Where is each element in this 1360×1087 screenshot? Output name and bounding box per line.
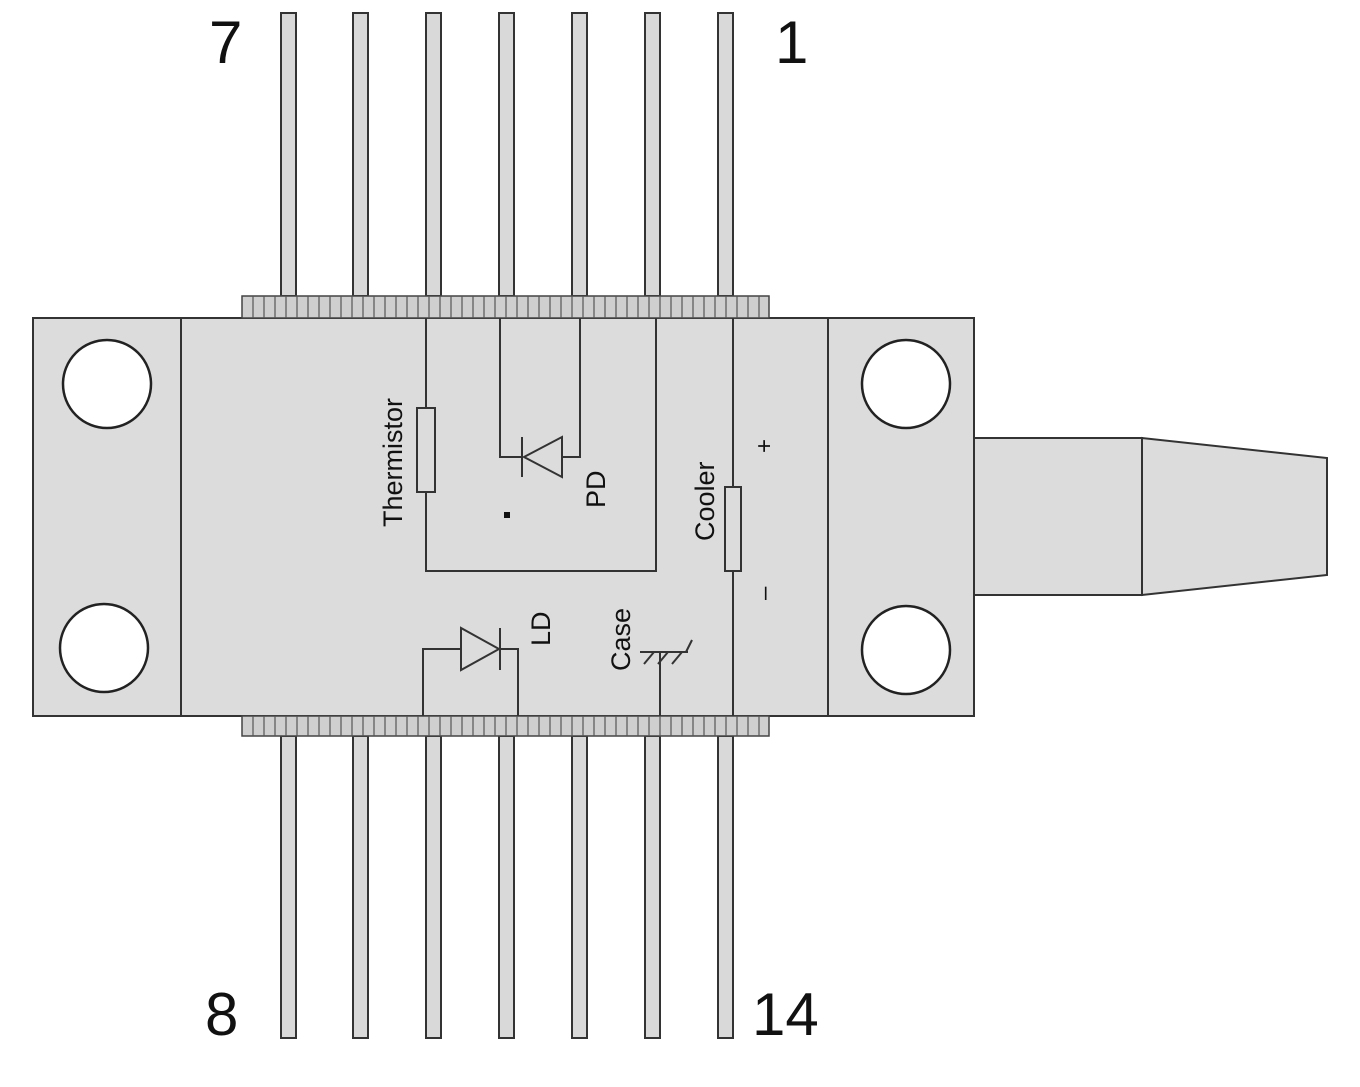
thermistor-resistor bbox=[416, 407, 436, 493]
pin-12 bbox=[571, 735, 588, 1039]
case-ground-hatch-1 bbox=[643, 651, 655, 665]
cooler-minus-sign: – bbox=[751, 586, 778, 600]
pd-anode-wire bbox=[499, 318, 522, 458]
mounting-hole-bottom-left bbox=[58, 602, 150, 694]
bottom-feedthrough-ticks bbox=[252, 716, 760, 736]
pin-14 bbox=[717, 735, 734, 1039]
pin-7 bbox=[280, 12, 297, 297]
pin-10 bbox=[425, 735, 442, 1039]
cooler-plus-sign: + bbox=[751, 439, 778, 453]
pin-3 bbox=[571, 12, 588, 297]
mounting-hole-top-left bbox=[61, 338, 153, 430]
pd-dot bbox=[504, 512, 510, 518]
pin-2 bbox=[644, 12, 661, 297]
cooler-element bbox=[724, 486, 742, 572]
top-pins bbox=[280, 12, 734, 297]
top-feedthrough bbox=[241, 295, 770, 319]
pd-diode-triangle bbox=[521, 435, 563, 479]
circuit-wiring bbox=[416, 318, 742, 716]
ld-diode-triangle bbox=[460, 626, 502, 672]
mounting-hole-bottom-right bbox=[860, 604, 952, 696]
mounting-hole-top-right bbox=[860, 338, 952, 430]
pd-cathode-wire bbox=[562, 318, 581, 458]
bottom-pins bbox=[280, 735, 734, 1039]
thermistor-label: Thermistor bbox=[378, 398, 408, 527]
pin-1 bbox=[717, 12, 734, 297]
mounting-flanges bbox=[32, 317, 975, 717]
pin-label-top-left: 7 bbox=[209, 9, 242, 76]
thermistor-return-wire bbox=[425, 318, 657, 572]
fiber-boot bbox=[1141, 436, 1328, 597]
ld-cathode-wire bbox=[500, 648, 519, 716]
case-label: Case bbox=[606, 608, 636, 671]
case-ground-hatch-2 bbox=[657, 651, 669, 665]
bottom-feedthrough bbox=[241, 715, 770, 737]
pin-13 bbox=[644, 735, 661, 1039]
case-ground-hatch-4 bbox=[685, 639, 693, 653]
case-ground-hatch-3 bbox=[671, 651, 683, 665]
ld-anode-wire bbox=[422, 648, 461, 716]
ld-label: LD bbox=[526, 611, 556, 646]
pin-label-top-right: 1 bbox=[775, 9, 808, 76]
pin-label-bottom-right: 14 bbox=[752, 981, 819, 1048]
cooler-label: Cooler bbox=[690, 461, 720, 541]
pin-label-bottom-left: 8 bbox=[205, 981, 238, 1048]
pin-9 bbox=[352, 735, 369, 1039]
pd-label: PD bbox=[581, 470, 611, 508]
pin-8 bbox=[280, 735, 297, 1039]
pin-11 bbox=[498, 735, 515, 1039]
pin-5 bbox=[425, 12, 442, 297]
top-feedthrough-ticks bbox=[252, 296, 760, 318]
pin-6 bbox=[352, 12, 369, 297]
pin-4 bbox=[498, 12, 515, 297]
